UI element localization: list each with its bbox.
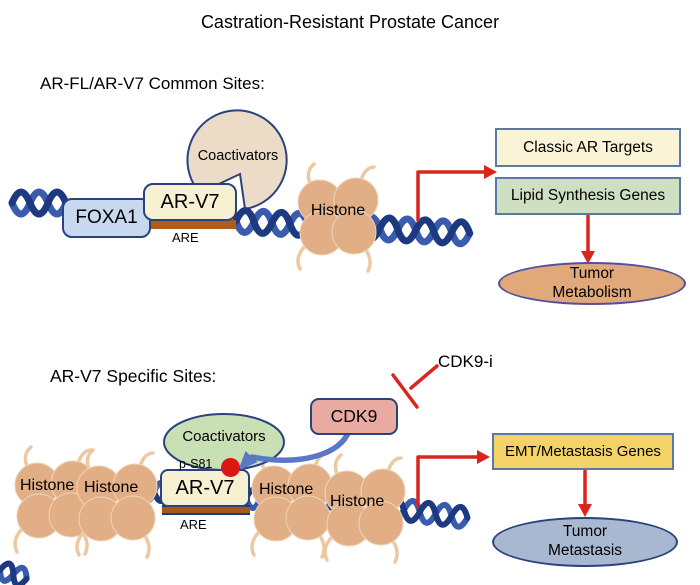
inhibitor-stem [409,364,439,390]
classic-ar-targets-box: Classic AR Targets [495,128,681,167]
phospho-site-label: p-S81 [179,457,213,471]
coactivators-label-s2: Coactivators [182,428,266,445]
histone-label-s2-4: Histone [330,493,385,510]
histone-label-s1: Histone [310,202,366,219]
histone-label-s2-3: Histone [259,481,314,498]
inhibitor-bar [391,373,419,409]
histone-nucleosome-s2-3 [250,448,334,559]
phospho-dot [221,458,240,477]
dna-s2-corner [0,560,30,585]
arrowhead-s2-down [578,504,592,517]
tumor-metabolism-label: Tumor Metabolism [552,264,632,301]
emt-metastasis-genes-label: EMT/Metastasis Genes [505,443,661,460]
foxa1-label: FOXA1 [75,207,138,228]
arv7-box-s1: AR-V7 [143,183,237,221]
cdk9-box: CDK9 [310,398,398,435]
are-label-s2: ARE [180,517,207,532]
lipid-synthesis-genes-box: Lipid Synthesis Genes [495,177,681,215]
arrowhead-s1-elbow [484,165,497,179]
foxa1-box: FOXA1 [62,198,151,238]
tumor-metastasis-ellipse: Tumor Metastasis [492,517,678,567]
arrow-s1-elbow [416,170,486,222]
arrowhead-s1-down [581,251,595,264]
dna-s2-right [385,496,471,530]
cdk9-phospho-arrow [249,428,352,463]
classic-ar-targets-label: Classic AR Targets [523,138,653,156]
are-label-s1: ARE [172,230,199,245]
coactivators-label-s1: Coactivators [197,148,279,164]
are-bar-s1 [148,220,236,229]
arv7-label-s1: AR-V7 [160,190,220,213]
page-title: Castration-Resistant Prostate Cancer [200,12,500,32]
dna-s1-left [8,188,70,218]
section1-label: AR-FL/AR-V7 Common Sites: [40,74,265,93]
cdk9-inhibitor-label: CDK9-i [438,352,493,371]
cdk9-label: CDK9 [330,406,378,426]
emt-metastasis-genes-box: EMT/Metastasis Genes [492,433,674,470]
histone-label-s2-1: Histone [20,477,75,494]
tumor-metabolism-ellipse: Tumor Metabolism [498,262,686,305]
arrowhead-s2-elbow [477,450,490,464]
cdk9-phospho-arrowhead [238,451,258,471]
histone-label-s2-2: Histone [84,479,139,496]
section2-label: AR-V7 Specific Sites: [50,366,217,386]
lipid-synthesis-genes-label: Lipid Synthesis Genes [510,187,666,204]
arrow-s2-elbow [416,455,481,508]
arv7-label-s2: AR-V7 [175,476,235,499]
histone-nucleosome-s2-2 [75,448,159,559]
tumor-metastasis-label: Tumor Metastasis [547,523,623,559]
